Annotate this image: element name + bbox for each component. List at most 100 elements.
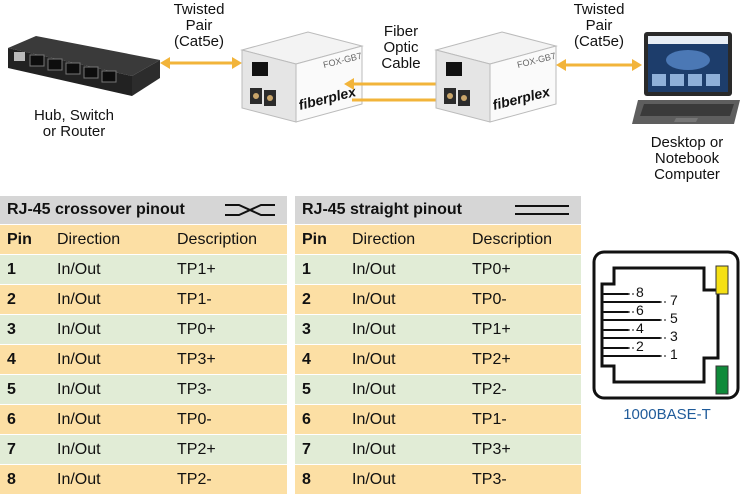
direction-cell: In/Out (50, 464, 170, 495)
description-cell: TP1- (465, 404, 581, 435)
jack-pin-5: 5 (670, 310, 678, 326)
pin-number: 2 (295, 284, 345, 315)
pin-number: 4 (295, 344, 345, 375)
straight-icon (515, 205, 569, 215)
direction-cell: In/Out (345, 314, 465, 345)
direction-cell: In/Out (50, 374, 170, 405)
straight-table-title: RJ-45 straight pinout (302, 201, 463, 218)
right-twisted-pair-arrow (556, 59, 642, 71)
pin-number: 4 (0, 344, 50, 375)
jack-pin-3: 3 (670, 328, 678, 344)
column-header-description: Description (170, 224, 287, 255)
direction-cell: In/Out (50, 434, 170, 465)
direction-cell: In/Out (50, 404, 170, 435)
description-cell: TP2+ (170, 434, 287, 465)
led-yellow (715, 265, 729, 295)
jack-pin-4: 4 (636, 320, 644, 336)
description-cell: TP0+ (465, 254, 581, 285)
right-twisted-pair-label: Twisted Pair (Cat5e) (573, 1, 625, 50)
pin-number: 7 (295, 434, 345, 465)
description-cell: TP1+ (170, 254, 287, 285)
pin-number: 8 (0, 464, 50, 495)
pin-number: 1 (295, 254, 345, 285)
media-converter-right: FOX-GB7 fiberplex (434, 31, 558, 123)
pin-number: 1 (0, 254, 50, 285)
direction-cell: In/Out (345, 254, 465, 285)
description-cell: TP0- (465, 284, 581, 315)
description-cell: TP0- (170, 404, 287, 435)
description-cell: TP2- (465, 374, 581, 405)
pin-number: 6 (295, 404, 345, 435)
description-cell: TP1- (170, 284, 287, 315)
jack-pin-1: 1 (670, 346, 678, 362)
description-cell: TP3- (170, 374, 287, 405)
direction-cell: In/Out (345, 404, 465, 435)
jack-pin-7: 7 (670, 292, 678, 308)
rj45-jack-diagram: 8 6 4 2 7 5 3 1 (592, 250, 740, 400)
column-header-pin: Pin (0, 224, 50, 255)
direction-cell: In/Out (50, 314, 170, 345)
fiber-optic-cable-label: Fiber Optic Cable (381, 23, 421, 72)
laptop-image (632, 32, 740, 124)
column-header-direction: Direction (50, 224, 170, 255)
jack-pin-2: 2 (636, 338, 644, 354)
crossover-table-title: RJ-45 crossover pinout (7, 201, 185, 218)
direction-cell: In/Out (50, 284, 170, 315)
description-cell: TP0+ (170, 314, 287, 345)
description-cell: TP3- (465, 464, 581, 495)
crossover-pinout-table: RJ-45 crossover pinout Pin Direction Des… (0, 196, 287, 495)
media-converter-left: FOX-GB7 fiberplex (240, 31, 364, 123)
hub-switch-image (8, 36, 160, 96)
direction-cell: In/Out (50, 344, 170, 375)
column-header-direction: Direction (345, 224, 465, 255)
hub-switch-router-label: Hub, Switch or Router (33, 107, 115, 140)
direction-cell: In/Out (345, 464, 465, 495)
column-header-pin: Pin (295, 224, 345, 255)
direction-cell: In/Out (50, 254, 170, 285)
led-green (715, 365, 729, 395)
straight-pinout-table: RJ-45 straight pinout Pin Direction Desc… (295, 196, 581, 495)
direction-cell: In/Out (345, 344, 465, 375)
crossover-table-title-cell: RJ-45 crossover pinout (0, 196, 287, 225)
description-cell: TP3+ (465, 434, 581, 465)
jack-pin-6: 6 (636, 302, 644, 318)
left-twisted-pair-label: Twisted Pair (Cat5e) (173, 1, 225, 50)
jack-pin-8: 8 (636, 284, 644, 300)
pin-number: 2 (0, 284, 50, 315)
jack-caption: 1000BASE-T (623, 406, 711, 423)
left-twisted-pair-arrow (160, 57, 242, 69)
direction-cell: In/Out (345, 284, 465, 315)
direction-cell: In/Out (345, 434, 465, 465)
pin-number: 7 (0, 434, 50, 465)
desktop-notebook-computer-label: Desktop or Notebook Computer (650, 134, 724, 183)
description-cell: TP2- (170, 464, 287, 495)
column-header-description: Description (465, 224, 581, 255)
pin-number: 8 (295, 464, 345, 495)
crossover-icon (225, 204, 275, 216)
pin-number: 6 (0, 404, 50, 435)
pin-number: 3 (295, 314, 345, 345)
description-cell: TP3+ (170, 344, 287, 375)
straight-table-title-cell: RJ-45 straight pinout (295, 196, 581, 225)
direction-cell: In/Out (345, 374, 465, 405)
description-cell: TP2+ (465, 344, 581, 375)
pin-number: 5 (0, 374, 50, 405)
pin-number: 3 (0, 314, 50, 345)
description-cell: TP1+ (465, 314, 581, 345)
